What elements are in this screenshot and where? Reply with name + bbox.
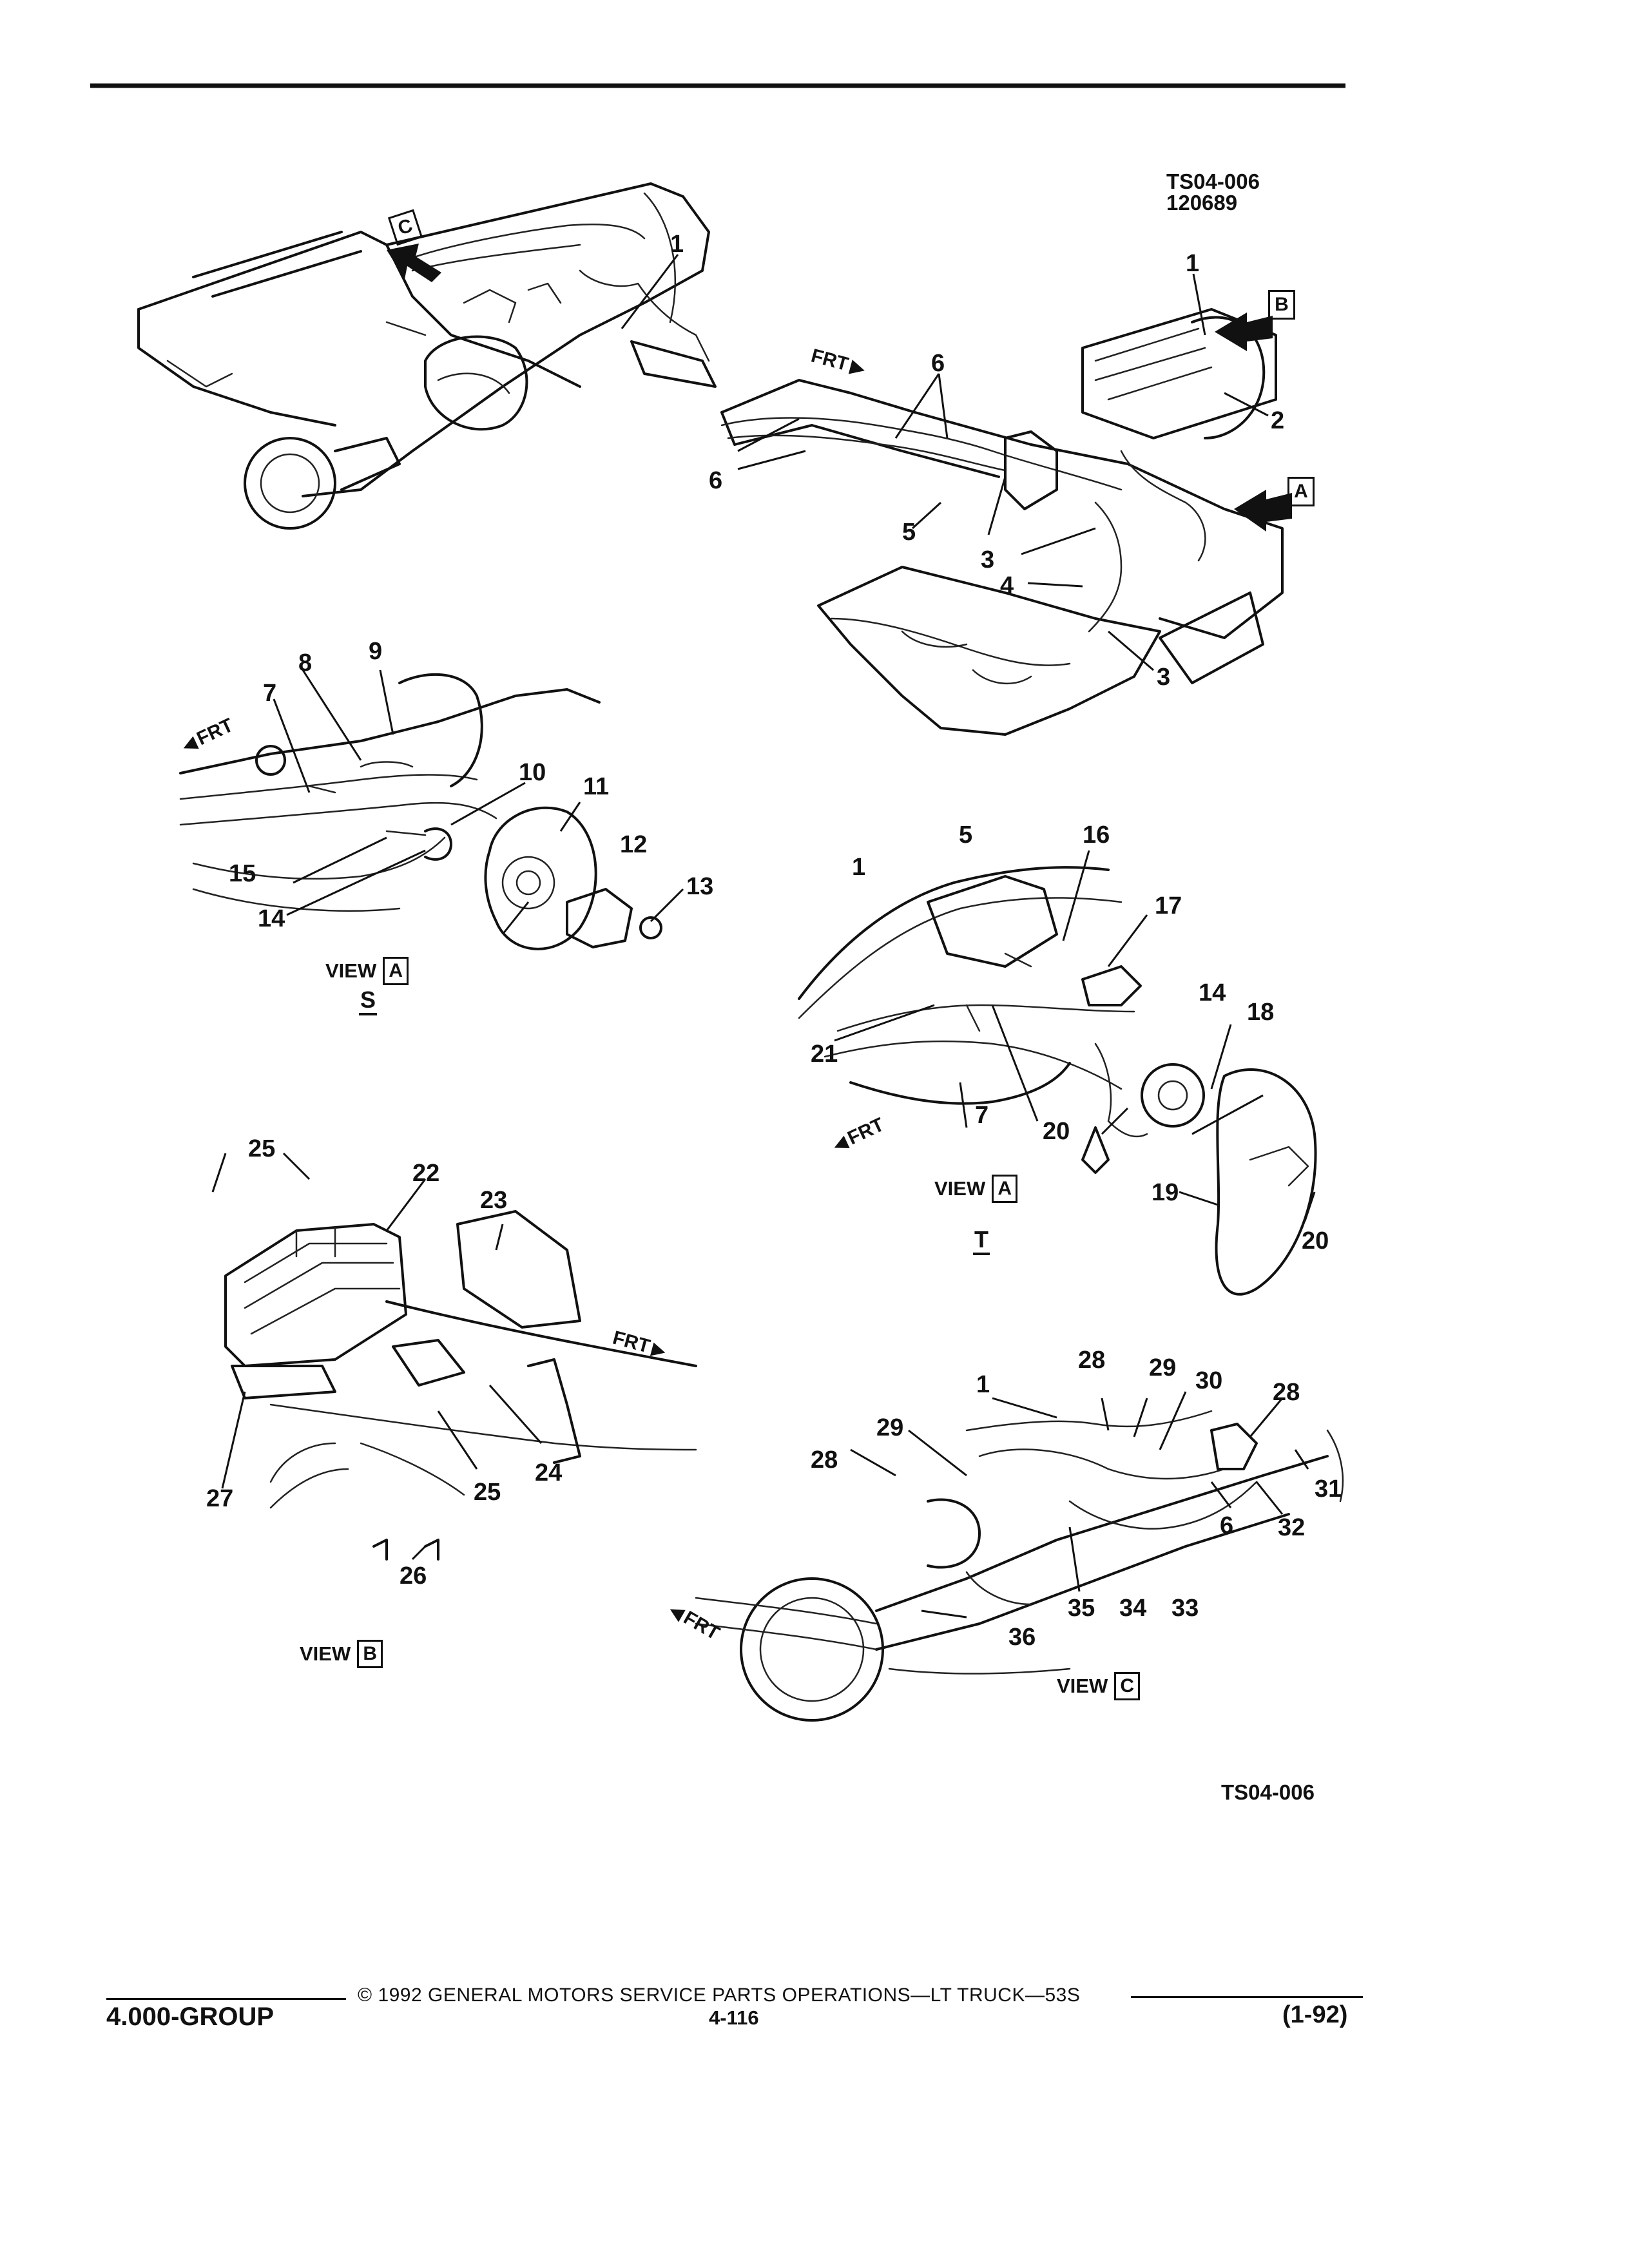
- footer-page-number: 4-116: [709, 2006, 759, 2029]
- figure-date: 120689: [1166, 191, 1238, 215]
- callout: 6: [709, 467, 723, 494]
- callout: 11: [583, 773, 610, 800]
- footer-rule-left: [106, 1998, 346, 2000]
- callout: 7: [263, 680, 277, 707]
- callout: 26: [400, 1562, 427, 1590]
- callout: 29: [876, 1414, 904, 1441]
- callout: 15: [229, 860, 256, 887]
- callout: 17: [1155, 892, 1182, 919]
- callout: 25: [474, 1479, 501, 1506]
- callout: 8: [298, 649, 313, 677]
- view-box: B: [357, 1640, 383, 1668]
- callout: 10: [519, 759, 546, 786]
- callout: 31: [1315, 1475, 1342, 1503]
- view-t-caption: VIEW A: [934, 1175, 1018, 1203]
- footer-figure-code: TS04-006: [1221, 1780, 1315, 1804]
- callout: 32: [1278, 1514, 1306, 1541]
- callout: 22: [412, 1160, 440, 1187]
- footer-copyright: © 1992 GENERAL MOTORS SERVICE PARTS OPER…: [358, 1984, 1081, 2006]
- view-label: VIEW: [300, 1642, 351, 1665]
- figure-code: TS04-006: [1166, 169, 1260, 193]
- callout: 1: [670, 231, 684, 258]
- frame-rail-drawing: [720, 308, 1284, 736]
- callout: 27: [206, 1485, 234, 1512]
- view-b-arrow: B: [1211, 290, 1295, 351]
- callout: 16: [1083, 822, 1110, 849]
- footer-group: 4.000-GROUP: [106, 2003, 275, 2031]
- callout: 21: [811, 1041, 838, 1068]
- view-s-letter: S: [359, 986, 378, 1015]
- callout: 30: [1195, 1367, 1223, 1394]
- view-a-box: A: [1287, 477, 1315, 506]
- callout: 6: [1220, 1512, 1234, 1539]
- callout: 28: [1078, 1347, 1106, 1374]
- callout: 14: [258, 905, 285, 932]
- chassis-overview-drawing: [137, 182, 717, 530]
- view-c-caption: VIEW C: [1057, 1672, 1141, 1700]
- callout: 2: [1271, 407, 1285, 434]
- view-box: C: [1114, 1672, 1141, 1700]
- footer-date: (1-92): [1282, 2001, 1348, 2028]
- callout: 1: [1186, 250, 1200, 277]
- callout: 20: [1302, 1227, 1329, 1254]
- callout: 19: [1152, 1179, 1179, 1206]
- view-s-drawing: [179, 673, 662, 950]
- view-box: A: [992, 1175, 1018, 1203]
- callout-leaders: [211, 254, 1316, 1619]
- view-s-caption: VIEW A: [325, 957, 409, 985]
- callout: 35: [1068, 1595, 1095, 1622]
- view-a-arrow: A: [1231, 477, 1315, 535]
- callout: 5: [959, 822, 973, 849]
- callout: 33: [1171, 1595, 1199, 1622]
- callout: 14: [1199, 979, 1226, 1006]
- callout: 5: [902, 519, 916, 546]
- callout: 34: [1119, 1595, 1147, 1622]
- callout: 28: [811, 1446, 838, 1474]
- callout: 18: [1247, 999, 1275, 1026]
- callout: 1: [976, 1371, 990, 1398]
- callout: 3: [1157, 664, 1171, 691]
- callout: 28: [1273, 1379, 1300, 1406]
- view-b-box: B: [1268, 290, 1295, 320]
- callout: 23: [480, 1187, 508, 1214]
- callout: 7: [975, 1102, 989, 1129]
- callout: 36: [1008, 1624, 1036, 1651]
- callout: 9: [369, 638, 383, 665]
- view-b-drawing: [224, 1210, 697, 1561]
- callout: 3: [981, 546, 995, 573]
- view-t-drawing: [798, 866, 1317, 1296]
- view-c-drawing: [695, 1410, 1344, 1722]
- callout: 13: [686, 873, 714, 900]
- callout: 6: [931, 350, 945, 377]
- section-letter: S: [359, 986, 378, 1015]
- view-t-letter: T: [973, 1226, 990, 1255]
- section-letter: T: [973, 1226, 990, 1255]
- callout: 12: [620, 831, 648, 858]
- view-c-box: C: [387, 209, 423, 246]
- callout: 4: [1000, 572, 1014, 599]
- view-label: VIEW: [1057, 1675, 1108, 1697]
- view-box: A: [383, 957, 409, 985]
- view-label: VIEW: [934, 1177, 986, 1200]
- callout: 1: [852, 854, 866, 881]
- view-label: VIEW: [325, 959, 377, 982]
- footer-rule-right: [1131, 1996, 1363, 1998]
- callout: 29: [1149, 1354, 1177, 1381]
- view-b-caption: VIEW B: [300, 1640, 383, 1668]
- callout: 24: [535, 1459, 563, 1486]
- view-c-arrow: C: [380, 209, 445, 290]
- callout: 25: [248, 1135, 276, 1162]
- callout: 20: [1043, 1118, 1070, 1145]
